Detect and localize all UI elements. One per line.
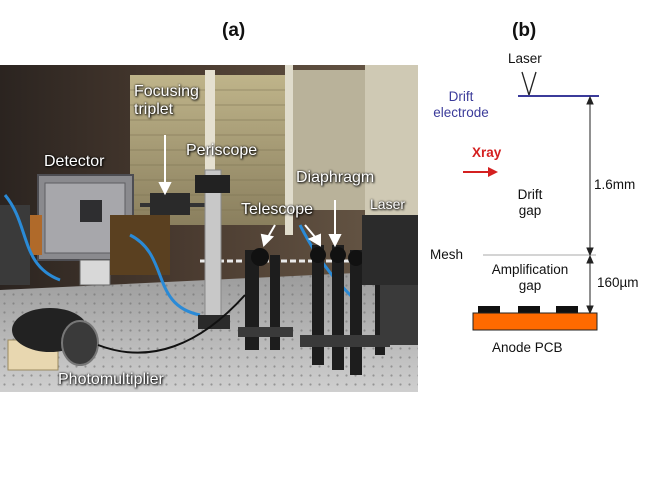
laser-arrow xyxy=(521,71,537,96)
amplification-dimension-label: 160µm xyxy=(597,275,639,290)
diagram-laser-label: Laser xyxy=(508,51,542,66)
label-laser: Laser xyxy=(370,196,406,212)
detector-schematic xyxy=(463,71,599,331)
window-right xyxy=(290,70,370,210)
label-telescope: Telescope xyxy=(241,201,314,218)
mesh-label: Mesh xyxy=(430,247,464,262)
amplification-gap-label: Amplification gap xyxy=(491,262,569,293)
panel-b-label: (b) xyxy=(512,20,537,41)
label-diaphragm: Diaphragm xyxy=(296,169,375,186)
amplification-dimension-arrow xyxy=(586,254,594,315)
focusing-triplet xyxy=(150,193,190,215)
drift-gap-label: Drift gap xyxy=(517,187,543,218)
copper-connector xyxy=(28,215,42,255)
anode-pcb xyxy=(472,312,598,331)
laser-housing xyxy=(362,215,418,285)
setup-photo: Focusing triplet Periscope Detector Diap… xyxy=(0,65,418,392)
drift-dimension-label: 1.6mm xyxy=(594,177,636,192)
anode-strips xyxy=(478,306,578,313)
xray-arrow xyxy=(463,167,498,177)
drift-dimension-arrow xyxy=(586,95,594,257)
label-photomultiplier: Photomultiplier xyxy=(58,371,164,388)
xray-label: Xray xyxy=(472,145,502,160)
label-detector: Detector xyxy=(44,153,105,170)
drift-electrode-label: Drift electrode xyxy=(433,89,489,120)
setup-photo-illustration xyxy=(0,65,418,392)
label-periscope: Periscope xyxy=(186,142,258,159)
label-focusing-triplet: Focusing triplet xyxy=(134,83,199,118)
panel-a-label: (a) xyxy=(222,20,246,41)
anode-pcb-label: Anode PCB xyxy=(492,340,563,355)
